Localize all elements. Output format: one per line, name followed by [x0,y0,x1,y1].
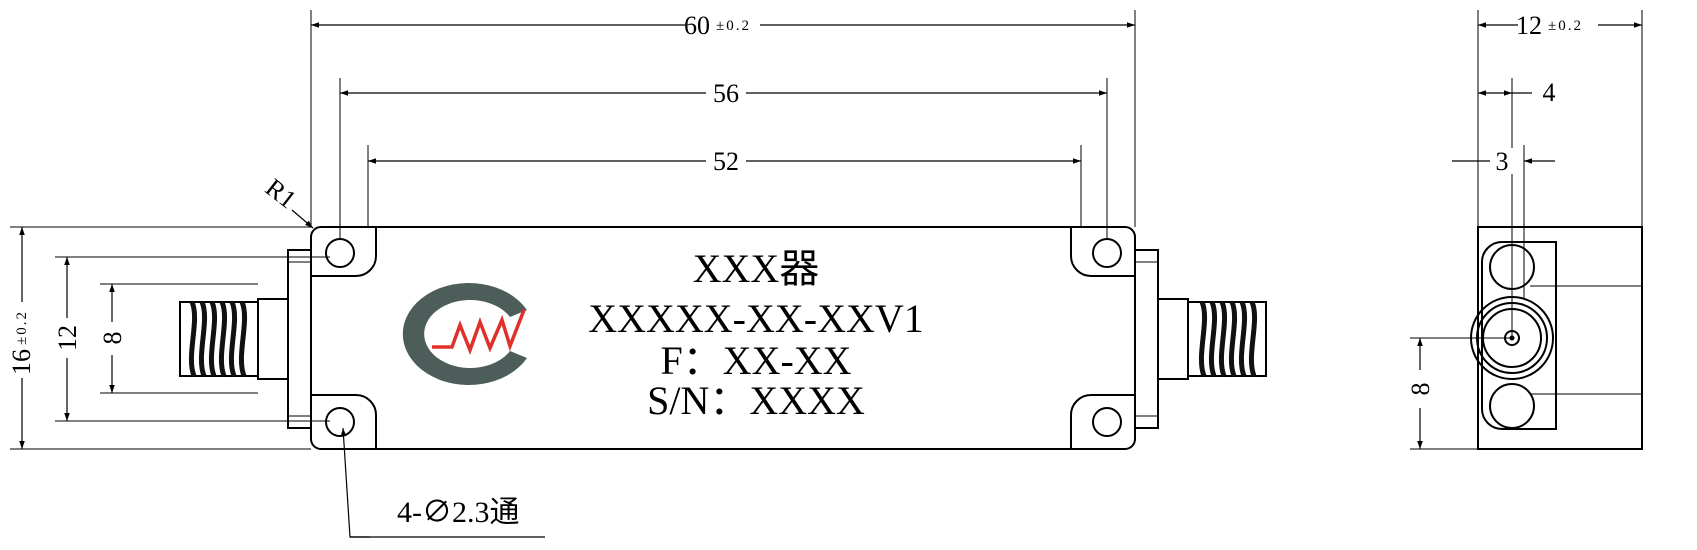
dim-height-12: 12 [53,257,82,421]
label-line-serial: S/N：XXXX [647,378,865,423]
extension-lines-top [310,10,1136,240]
label-line-model: XXXXX-XX-XXV1 [588,296,924,341]
svg-text:±0.2: ±0.2 [14,310,30,345]
dim-hole-pitch-outer: 56 [340,79,1107,108]
side-flange [1481,241,1557,430]
side-view: 12 ±0.2 4 3 8 [1406,10,1643,450]
svg-text:±0.2: ±0.2 [1548,18,1583,34]
dim-side-4: 4 [1478,78,1556,107]
svg-text:±0.2: ±0.2 [716,18,751,34]
svg-text:R1: R1 [260,173,302,215]
left-thread [188,300,248,377]
label-line-name: XXX器 [693,246,820,291]
dim-side-3: 3 [1452,147,1555,176]
mounting-ears [311,227,1135,449]
left-connector [179,249,312,429]
front-view: XXX器 XXXXX-XX-XXV1 F：XX-XX S/N：XXXX 60 ±… [7,10,1267,538]
label-line-frequency: F：XX-XX [660,338,851,383]
svg-text:60: 60 [684,11,710,40]
dim-overall-height: 16 ±0.2 [7,227,36,449]
dim-hole-note: 4-∅2.3通 [340,427,545,538]
svg-text:16: 16 [7,349,36,375]
right-connector [1134,249,1267,429]
dim-corner-radius: R1 [260,173,314,229]
company-logo-icon [402,283,527,385]
svg-text:3: 3 [1496,147,1509,176]
svg-text:4: 4 [1543,78,1556,107]
dim-side-width: 12 ±0.2 [1478,11,1642,40]
svg-text:12: 12 [53,325,82,351]
svg-text:8: 8 [1406,383,1435,396]
extension-lines-left [10,226,330,450]
svg-text:52: 52 [713,147,739,176]
dim-side-height-8: 8 [1406,338,1435,449]
svg-text:4-∅2.3通: 4-∅2.3通 [397,496,520,529]
dim-overall-length: 60 ±0.2 [311,11,1135,40]
side-extension-lines [1410,10,1643,450]
dim-height-8: 8 [98,284,127,393]
dim-hole-pitch-inner: 52 [368,147,1081,176]
svg-text:56: 56 [713,79,739,108]
right-thread [1198,300,1258,377]
svg-text:12: 12 [1516,11,1542,40]
side-hole-bottom [1489,383,1535,429]
svg-text:8: 8 [98,332,127,345]
product-label: XXX器 XXXXX-XX-XXV1 F：XX-XX S/N：XXXX [588,246,924,423]
